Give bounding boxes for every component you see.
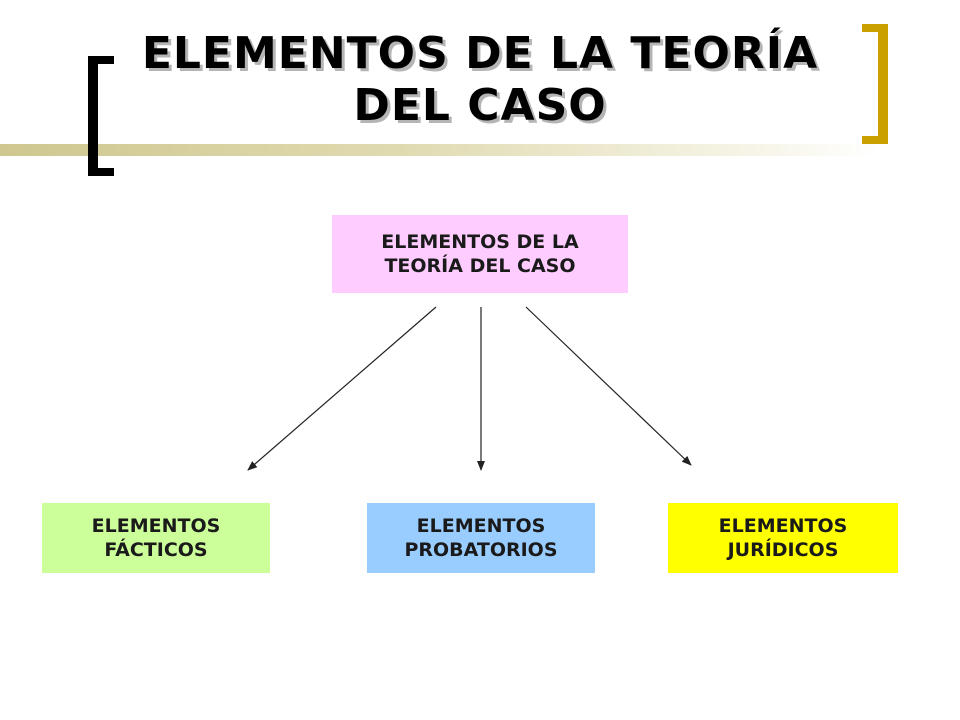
node-elementos-juridicos: ELEMENTOS JURÍDICOS [668,503,898,573]
node-juridicos-label: ELEMENTOS JURÍDICOS [718,515,848,561]
node-elementos-facticos: ELEMENTOS FÁCTICOS [42,503,270,573]
left-bracket-decoration [88,56,114,176]
node-facticos-label: ELEMENTOS FÁCTICOS [91,515,221,561]
arrow-to-legal [525,306,692,466]
root-node-elementos-teoria-caso: ELEMENTOS DE LA TEORÍA DEL CASO [332,215,628,293]
right-bracket-decoration [862,24,888,144]
node-elementos-probatorios: ELEMENTOS PROBATORIOS [367,503,595,573]
title-decoration-band [0,144,880,156]
slide-title: ELEMENTOS DE LA TEORÍA DEL CASO [141,28,819,131]
node-probatorios-label: ELEMENTOS PROBATORIOS [404,515,558,561]
arrow-to-factual [247,306,437,471]
root-node-label: ELEMENTOS DE LA TEORÍA DEL CASO [381,231,579,277]
